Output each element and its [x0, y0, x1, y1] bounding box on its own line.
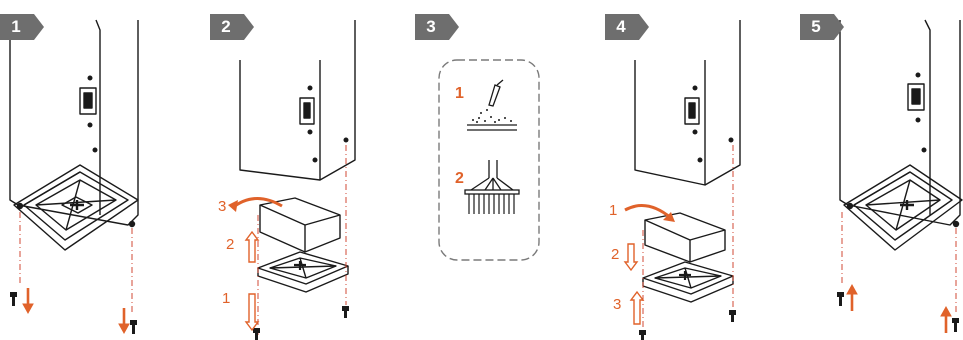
step-3-panel: 1 2 3: [415, 0, 555, 340]
step-number: 1: [11, 17, 21, 36]
step-2-label-3: 3: [218, 198, 227, 215]
step-3-illustration: [438, 59, 540, 261]
step-number: 3: [426, 17, 436, 36]
step-2-label-1: 1: [222, 290, 231, 307]
step-5-panel: 5: [800, 0, 963, 340]
step-badge: [0, 14, 44, 40]
step-1-illustration: [9, 19, 139, 335]
step-2-label-2: 2: [226, 236, 235, 253]
step-5-illustration: [837, 19, 963, 333]
step-badge: [800, 14, 844, 40]
step-4-panel: 1 2 3 4: [605, 0, 795, 340]
step-badge: [415, 14, 459, 40]
step-2-panel: 3 2 1 2: [210, 0, 400, 340]
step-1-panel: 1: [0, 0, 190, 340]
step-4-illustration: [623, 20, 741, 340]
step-3-label-1: 1: [455, 85, 464, 102]
step-number: 5: [811, 17, 821, 36]
step-4-label-3: 3: [613, 296, 622, 313]
step-badge: [605, 14, 649, 40]
step-4-label-1: 1: [609, 202, 618, 219]
step-badge: [210, 14, 254, 40]
step-number: 2: [221, 17, 231, 36]
step-number: 4: [616, 17, 626, 36]
step-2-illustration: [228, 20, 356, 340]
step-3-label-2: 2: [455, 170, 464, 187]
step-4-label-2: 2: [611, 246, 620, 263]
